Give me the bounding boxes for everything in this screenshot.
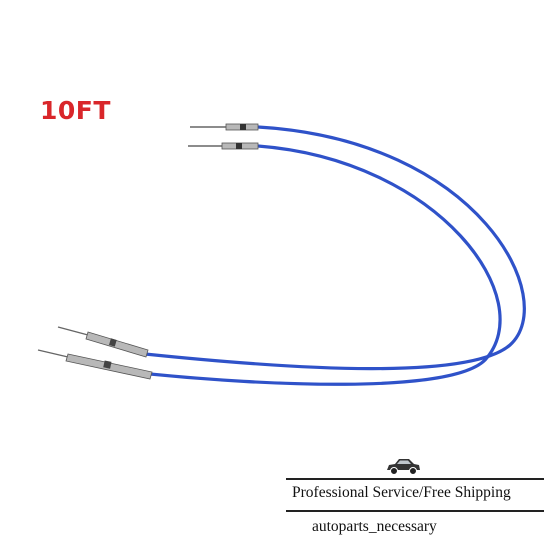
service-shipping-text: Professional Service/Free Shipping: [292, 484, 511, 501]
badge-divider-bottom: [286, 510, 544, 512]
top-end-fittings: [188, 123, 259, 150]
store-name: autoparts_necessary: [312, 518, 437, 535]
car-icon: [384, 455, 422, 477]
cable-outer-1: [143, 125, 526, 371]
badge-divider-top: [286, 478, 544, 480]
cable-outer-2: [148, 144, 502, 386]
size-label: 10FT: [40, 96, 111, 125]
bottom-end-fittings: [37, 326, 153, 380]
